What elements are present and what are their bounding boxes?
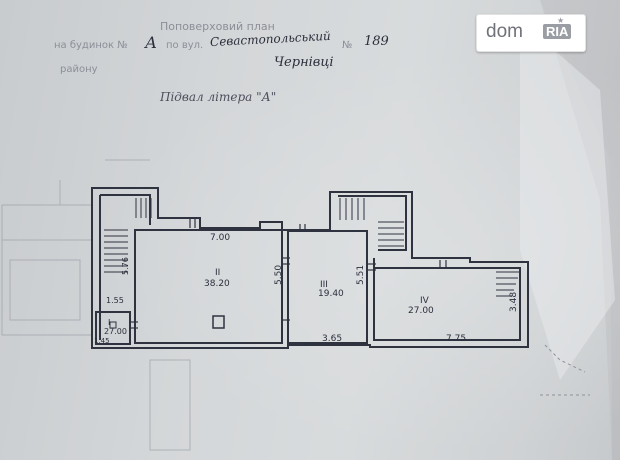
dim-stair-left-width: 1.55 xyxy=(106,296,124,305)
room-1-area: 27.00 xyxy=(104,327,127,336)
dim-room4-height: 3.48 xyxy=(509,291,519,312)
watermark-brand: dom xyxy=(486,21,523,42)
room-2-area: 38.20 xyxy=(204,279,230,289)
room-2-number: II xyxy=(215,268,221,278)
plan-title: Поповерховий план xyxy=(160,20,275,33)
star-icon: ★ xyxy=(557,16,565,25)
dim-stair-left-height: 5.76 xyxy=(121,257,130,275)
dim-room3-height: 5.51 xyxy=(356,264,366,285)
address-prefix: на будинок № xyxy=(54,40,128,51)
floor-label-text: Підвал літера xyxy=(160,90,253,104)
floor-label-letter: "А" xyxy=(256,90,277,104)
dim-room4-width: 7.75 xyxy=(446,334,467,344)
floor-label: Підвал літера "А" xyxy=(160,90,276,104)
area-prefix: району xyxy=(60,64,98,75)
room-3-number: III xyxy=(320,280,328,290)
street-prefix: по вул. xyxy=(166,40,204,51)
house-number: 189 xyxy=(364,34,389,49)
watermark-sub: RIA xyxy=(543,24,572,39)
dim-room3-width: 3.65 xyxy=(322,334,343,344)
house-prefix: № xyxy=(342,40,353,51)
city-name: Чернівці xyxy=(274,55,334,70)
room-1-number: I xyxy=(108,318,111,327)
dim-room2-height: 5.50 xyxy=(274,264,284,285)
building-letter: А xyxy=(145,33,158,52)
dim-small-room-width: 1.45 xyxy=(94,337,110,345)
room-3-area: 19.40 xyxy=(318,289,344,299)
dim-room2-width: 7.00 xyxy=(210,233,231,243)
room-4-area: 27.00 xyxy=(408,306,434,316)
domria-watermark: dom ★ RIA xyxy=(476,14,586,52)
room-4-number: IV xyxy=(420,296,429,306)
